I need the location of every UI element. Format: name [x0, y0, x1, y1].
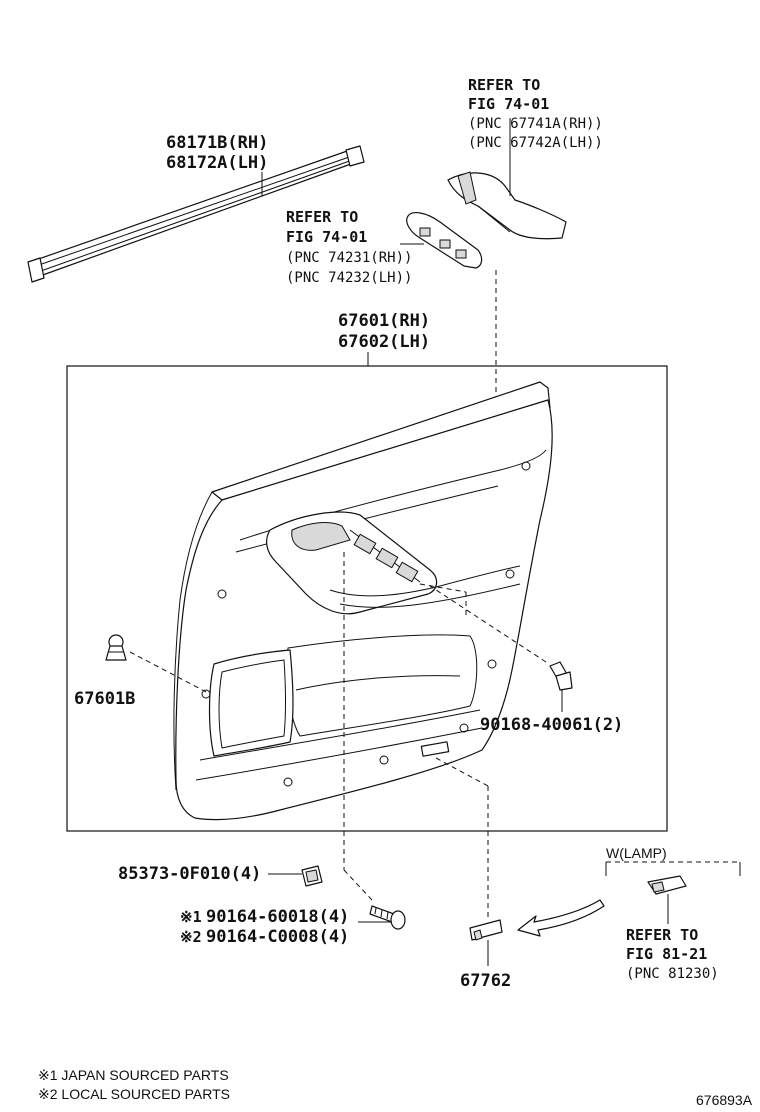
lamp-refer-text: REFER TO	[626, 926, 698, 944]
bolt2-mark: ※2	[180, 928, 202, 946]
door-trim-panel	[173, 381, 553, 821]
bolt-part	[369, 905, 406, 930]
illustration-id: 676893A	[696, 1092, 753, 1108]
switch-dashed-line-a	[419, 583, 467, 593]
wlamp-label: W(LAMP)	[606, 845, 667, 861]
nut-part	[301, 865, 323, 887]
belt-moulding-lh-label: 68172A(LH)	[166, 153, 268, 173]
bolt1-mark: ※1	[180, 908, 202, 926]
pull-handle-part	[447, 171, 567, 240]
pull-handle-pnc-lh: (PNC 67742A(LH))	[468, 135, 603, 151]
bolt-dashed-line-b	[343, 869, 373, 901]
nut-label: 85373-0F010(4)	[118, 864, 261, 884]
belt-moulding	[27, 145, 365, 283]
switch-base-refer-text: REFER TO	[286, 208, 358, 226]
pull-handle-pnc-rh: (PNC 67741A(RH))	[468, 116, 603, 132]
belt-moulding-rh-label: 68171B(RH)	[166, 133, 268, 153]
lamp-part	[647, 875, 687, 895]
clip-label: 67601B	[74, 689, 135, 709]
screw-label: 90168-40061(2)	[480, 715, 623, 735]
footnote-local: ※2 LOCAL SOURCED PARTS	[38, 1086, 230, 1102]
clip-part	[105, 634, 127, 661]
lamp-pnc-text: (PNC 81230)	[626, 966, 719, 982]
screw-part	[549, 661, 573, 691]
lamp-arrow	[517, 899, 605, 937]
pull-handle-fig-text: FIG 74-01	[468, 95, 549, 113]
footnote-japan: ※1 JAPAN SOURCED PARTS	[38, 1067, 229, 1083]
reflector-dashed-line-a	[435, 757, 489, 787]
lamp-fig-text: FIG 81-21	[626, 945, 707, 963]
switch-base-pnc-rh: (PNC 74231(RH))	[286, 250, 412, 266]
trim-board-frame	[66, 365, 668, 832]
clip-dashed-line	[129, 651, 211, 695]
trim-board-rh-label: 67601(RH)	[338, 311, 430, 331]
trim-board-lh-label: 67602(LH)	[338, 332, 430, 352]
bolt2-label: 90164-C0008(4)	[206, 927, 349, 947]
reflector-label: 67762	[460, 971, 511, 991]
pull-handle-refer-text: REFER TO	[468, 76, 540, 94]
reflector-part	[469, 919, 503, 941]
switch-base-fig-text: FIG 74-01	[286, 228, 367, 246]
switch-base-pnc-lh: (PNC 74232(LH))	[286, 270, 412, 286]
bolt1-label: 90164-60018(4)	[206, 907, 349, 927]
switch-base-part	[406, 212, 483, 269]
